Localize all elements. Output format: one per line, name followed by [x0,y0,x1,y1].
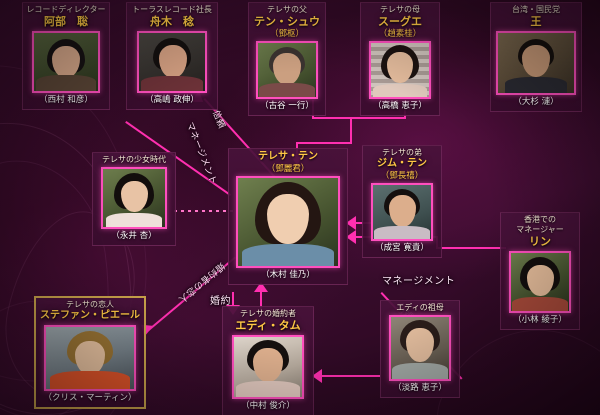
connector-young-to-teresa [174,210,236,212]
person-photo [137,30,207,93]
person-photo [236,175,340,268]
connector-grandma-to-eddie [318,375,380,377]
person-photo [509,250,571,313]
face-shape [273,52,301,85]
shoulders-shape [36,74,96,91]
person-card-eddie[interactable]: テレサの婚約者 エディ・タム （中村 俊介） [222,306,314,415]
person-name-sub: （趙素桂） [378,28,422,39]
face-shape [406,328,434,362]
person-role: 台湾・国民党 [512,5,560,14]
face-shape [389,194,416,227]
person-actor: （高橋 恵子） [373,100,427,111]
person-card-lin[interactable]: 香港での マネージャー リン （小林 綾子） [500,212,580,330]
relation-label-management-right: マネージメント [382,276,456,287]
shoulders-shape [236,380,300,397]
person-role: テレサの恋人 [66,300,114,309]
shoulders-shape [50,370,130,389]
person-actor: （淡路 恵子） [393,383,447,393]
person-name: ジム・テン [377,158,427,169]
person-role: テレサの少女時代 [102,155,166,164]
person-actor: （中村 俊介） [241,400,295,411]
relation-label-trust: 信頼 [209,109,227,131]
person-name-sub: （鄧枢） [269,28,304,39]
person-card-abe[interactable]: レコードディレクター 阿部 聡 （西村 和彦） [22,2,110,110]
connector-lin-left [436,247,506,249]
connector-parents-bar [312,117,406,119]
person-actor: （西村 和彦） [39,94,93,105]
shoulders-shape [242,243,334,266]
face-shape [253,347,283,382]
person-card-funaki[interactable]: トーラスレコード社長 舟木 稔 （高嶋 政伸） [126,2,218,110]
shoulders-shape [106,213,162,227]
person-name-sub: （鄧麗君） [266,163,310,174]
relation-label-fiance-lover: 婚約者の恋人 [175,260,227,305]
person-role: トーラスレコード社長 [132,5,212,14]
person-card-brother[interactable]: テレサの弟 ジム・テン （鄧長禧） （成宮 寛貴） [362,145,442,258]
person-name: 舟木 稔 [150,15,194,28]
person-actor: （成宮 寛貴） [375,242,429,253]
person-name: エディ・タム [235,319,301,332]
face-shape [527,264,554,296]
person-name: 王 [530,15,542,28]
shoulders-shape [374,225,430,239]
person-name-sub: （鄧長禧） [380,170,424,181]
person-role: テレサの弟 [382,148,422,157]
person-role: エディの祖母 [396,303,444,312]
person-photo [44,324,136,391]
face-shape [75,340,105,375]
person-actor: （小林 綾子） [513,314,567,325]
face-shape [121,181,148,212]
person-role: テレサの母 [380,5,420,14]
person-card-father[interactable]: テレサの父 テン・シュウ （鄧枢） （古谷 一行） [248,2,326,116]
relation-label-engagement: 婚約 [210,296,231,307]
person-photo [389,315,451,381]
shoulders-shape [512,296,568,311]
shoulders-shape [259,82,315,97]
person-photo [232,334,304,399]
person-name: リン [529,235,551,248]
person-photo [32,30,100,93]
person-actor: （永井 杏） [111,231,157,241]
person-card-grandma[interactable]: エディの祖母 （淡路 恵子） [380,300,460,399]
person-name: テン・シュウ [254,15,320,28]
person-name: ステファン・ピエール [40,310,140,321]
connector-parents-stem [350,117,352,143]
connector-parents-to-teresa [296,142,352,144]
shoulders-shape [141,75,203,91]
person-card-teresa[interactable]: テレサ・テン （鄧麗君） （木村 佳乃） [228,148,348,285]
person-actor: （クリス・マーティン） [43,392,137,403]
face-shape [522,44,550,77]
person-photo [496,30,576,95]
person-actor: （大杉 漣） [513,96,559,107]
person-actor: （高嶋 政伸） [145,94,199,105]
person-card-mother[interactable]: テレサの母 スーグエ （趙素桂） （高橋 恵子） [360,2,440,116]
face-shape [267,193,309,244]
shoulders-shape [373,83,427,97]
person-photo [369,40,431,99]
face-shape [52,45,80,78]
person-role-line2: マネージャー [516,225,564,234]
person-photo [101,167,167,229]
relation-label-management-left: マネージメント [183,121,219,187]
person-role: テレサ・テン [258,151,318,162]
face-shape [387,51,413,83]
person-actor: （木村 佳乃） [261,269,315,280]
person-photo [256,40,318,99]
face-shape [159,44,187,78]
person-role: テレサの父 [267,5,307,14]
person-card-young-teresa[interactable]: テレサの少女時代 （永井 杏） [92,152,176,247]
person-role: レコードディレクター [26,5,106,14]
person-name: スーグエ [378,15,422,28]
person-actor: （古谷 一行） [260,100,314,111]
person-card-wang[interactable]: 台湾・国民党 王 （大杉 漣） [490,2,582,112]
person-role: テレサの婚約者 [240,309,296,318]
person-name: 阿部 聡 [44,15,88,28]
person-role-line1: 香港での [524,215,556,224]
shoulders-shape [505,76,567,93]
shoulders-shape [392,363,448,379]
person-photo [371,182,433,241]
person-card-stephan[interactable]: テレサの恋人 ステファン・ピエール （クリス・マーティン） [34,296,146,409]
